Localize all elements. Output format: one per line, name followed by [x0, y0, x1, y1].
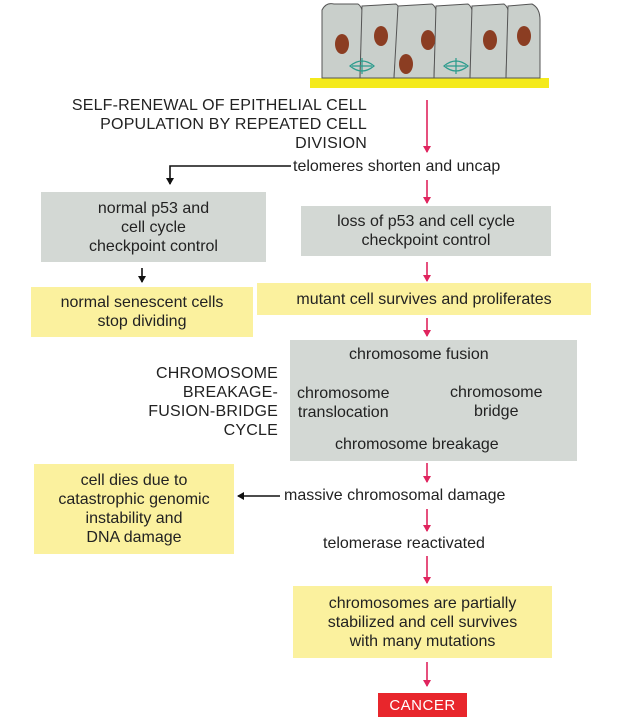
box-line: chromosomes are partially [328, 594, 517, 612]
nucleus [517, 26, 531, 46]
mitotic-spindle-icon [349, 58, 375, 74]
nucleus [483, 30, 497, 50]
epithelial-cells-illustration [310, 3, 549, 88]
box-line: catastrophic genomic [58, 491, 210, 508]
title-line: POPULATION BY REPEATED CELL [100, 116, 367, 133]
telomeres-shorten-label: telomeres shorten and uncap [293, 158, 501, 175]
box-line: normal p53 and [97, 199, 210, 217]
box-line: with many mutations [349, 632, 496, 650]
nucleus [421, 30, 435, 50]
box-line: instability and [85, 510, 183, 527]
senescent-box: normal senescent cells stop dividing [31, 287, 253, 337]
box-line: cell dies due to [80, 472, 188, 489]
loss-p53-box: loss of p53 and cell cycle checkpoint co… [301, 206, 551, 256]
label-line: CHROMOSOME [156, 365, 278, 382]
label-line: translocation [297, 404, 389, 421]
box-line: normal senescent cells [60, 294, 224, 311]
box-line: cell cycle [121, 218, 186, 236]
mutant-cell-box: mutant cell survives and proliferates [257, 283, 591, 315]
label-line: FUSION-BRIDGE [148, 403, 278, 420]
label-line: BREAKAGE- [182, 384, 278, 401]
partially-stabilized-box: chromosomes are partially stabilized and… [293, 586, 552, 658]
chromosome-fusion-label: chromosome fusion [349, 346, 489, 363]
title-line: SELF-RENEWAL OF EPITHELIAL CELL [71, 97, 367, 114]
telomerase-label: telomerase reactivated [323, 535, 485, 552]
nucleus [335, 34, 349, 54]
box-line: loss of p53 and cell cycle [337, 213, 515, 230]
title-line: DIVISION [295, 135, 367, 152]
box-line: stop dividing [97, 313, 187, 330]
box-line: checkpoint control [89, 237, 218, 255]
box-line: stabilized and cell survives [327, 613, 518, 631]
mitotic-spindle-icon [443, 58, 469, 74]
chromosome-bridge-label: chromosome bridge [450, 383, 542, 421]
bfb-cycle-box [290, 340, 577, 461]
nucleus [399, 54, 413, 74]
chromosome-breakage-label: chromosome breakage [335, 436, 499, 453]
bfb-cycle-label: CHROMOSOME BREAKAGE- FUSION-BRIDGE CYCLE [148, 364, 278, 440]
title: SELF-RENEWAL OF EPITHELIAL CELL POPULATI… [72, 96, 367, 153]
basal-membrane [310, 78, 549, 88]
box-line: mutant cell survives and proliferates [296, 290, 552, 308]
box-line: DNA damage [86, 529, 182, 546]
label-line: chromosome [450, 384, 543, 401]
cell-dies-box: cell dies due to catastrophic genomic in… [34, 464, 234, 554]
box-line: checkpoint control [361, 232, 491, 249]
cancer-badge: CANCER [378, 693, 467, 717]
chromosome-translocation-label: chromosome translocation [297, 384, 389, 422]
label-line: bridge [474, 403, 519, 420]
normal-p53-box: normal p53 and cell cycle checkpoint con… [41, 192, 266, 262]
label-line: CYCLE [223, 422, 278, 439]
massive-damage-label: massive chromosomal damage [284, 487, 506, 504]
arrow [166, 165, 291, 185]
label-line: chromosome [297, 385, 390, 402]
nucleus [374, 26, 388, 46]
